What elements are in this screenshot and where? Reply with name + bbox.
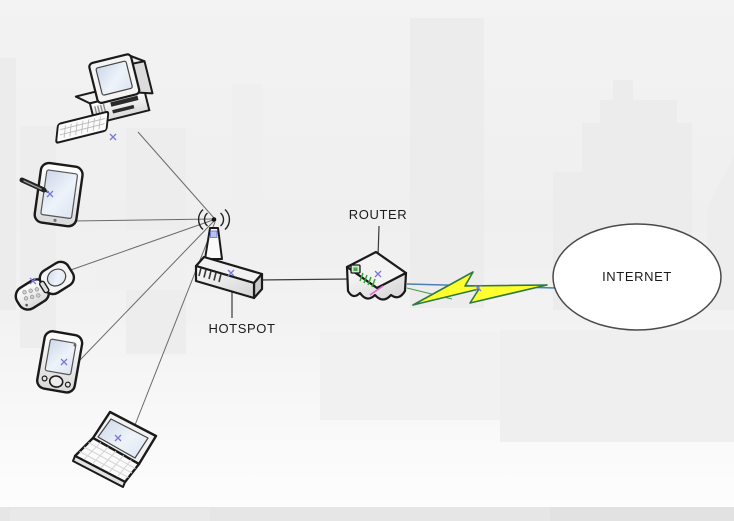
skyline-block (96, 230, 186, 290)
city-skyline-background (0, 18, 734, 521)
phone-mic-dot (25, 303, 28, 307)
pda-screen (44, 338, 77, 376)
x-marker-laptop (114, 434, 122, 442)
phone-screen (46, 268, 67, 287)
x-marker-phone (29, 277, 37, 285)
connection-line-tablet-hotspot (71, 218, 214, 222)
handheld-pda-icon (35, 330, 84, 394)
connection-line-pda-hotspot (79, 220, 215, 361)
footer-band-segment (10, 509, 210, 521)
pda-main-button (48, 375, 64, 388)
x-marker-bolt (474, 284, 482, 292)
computer-keyboard (55, 110, 110, 144)
skyline-building (0, 58, 16, 310)
pda-side-button (64, 381, 71, 388)
footer-band-segment (550, 507, 734, 521)
router-led (353, 267, 358, 271)
tablet-icon (19, 161, 84, 228)
x-marker-hotspot (227, 269, 235, 277)
pda-side-button (41, 375, 48, 382)
router-label-leader-line (377, 225, 380, 258)
stylus-highlight (23, 180, 42, 190)
router-cable-stripe (369, 285, 384, 296)
skyline-tower (410, 18, 484, 308)
x-marker-router (374, 270, 382, 278)
router-label: ROUTER (348, 207, 408, 222)
laptop-screen (97, 418, 149, 459)
antenna-marker (210, 230, 218, 238)
skyline-block (320, 332, 520, 420)
internet-ellipse (552, 223, 722, 331)
internet-label: INTERNET (602, 269, 672, 284)
x-marker-computer (109, 133, 117, 141)
drive-bay-slot (112, 104, 135, 114)
x-markers (29, 133, 482, 442)
connection-line-computer-hotspot (137, 131, 215, 219)
skyline-building (232, 84, 262, 206)
tablet-screen (40, 169, 79, 219)
wireless-signal-icon (197, 208, 231, 231)
desktop-computer-icon (55, 53, 154, 144)
monitor-screen (95, 60, 133, 96)
phone-keypad (22, 287, 41, 301)
computer-monitor (88, 53, 154, 104)
laptop-front-edge (72, 455, 126, 488)
hotspot-icon (194, 208, 264, 300)
router-activity-lights (359, 272, 376, 288)
laptop-keys (79, 441, 136, 479)
hotspot-vents (198, 267, 222, 283)
drive-bay-slot (110, 95, 139, 107)
phone-hinge (38, 280, 50, 294)
connection-line-phone-hotspot (64, 219, 214, 273)
pda-power-dot (73, 343, 77, 347)
hotspot-label: HOTSPOT (208, 321, 276, 336)
tablet-home-button (53, 218, 57, 222)
skyline-building (20, 126, 56, 348)
router-skirt (345, 265, 408, 301)
wireless-connection-lines (64, 131, 216, 426)
x-marker-pda (60, 358, 68, 366)
keyboard-keys (59, 116, 105, 139)
skyline-block (500, 330, 734, 442)
mobile-phone-icon (14, 260, 76, 311)
router-icon (345, 250, 408, 301)
tablet-body-group (33, 161, 84, 228)
connection-line-laptop-hotspot (134, 221, 216, 426)
connection-line-hotspot-router (257, 278, 352, 281)
hotspot-antenna (204, 227, 223, 260)
x-marker-tablet (46, 190, 54, 198)
signal-dot (211, 217, 217, 222)
laptop-icon (72, 410, 158, 488)
